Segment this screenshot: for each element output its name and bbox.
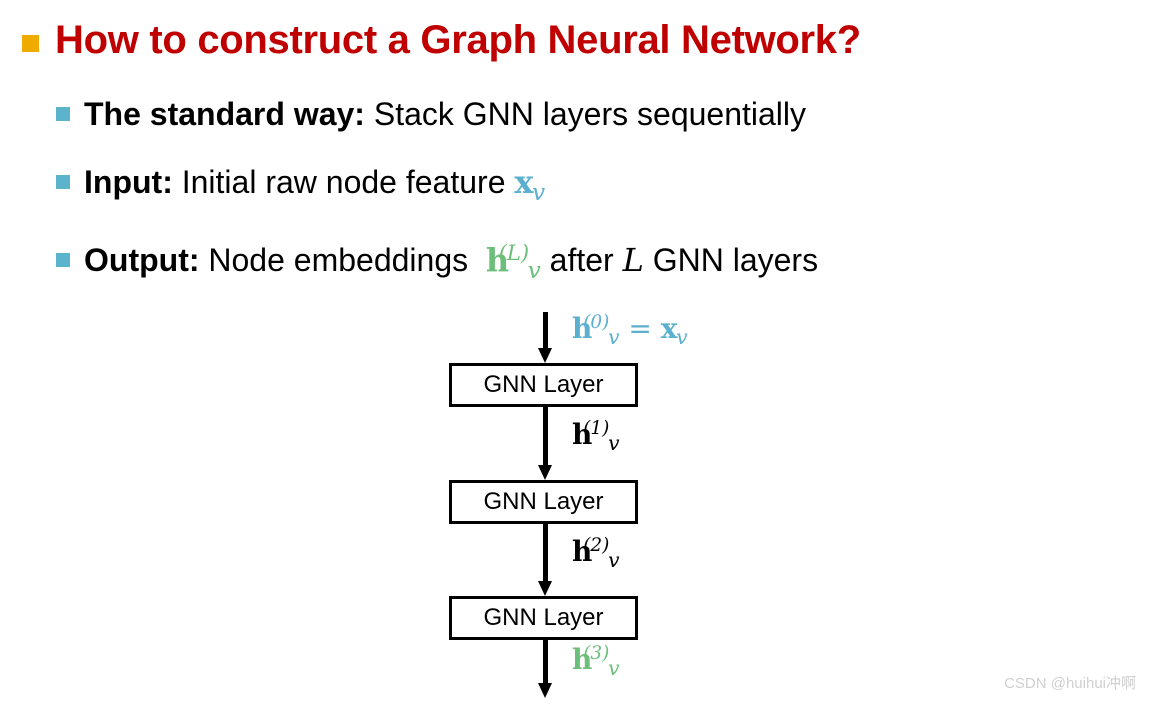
math-var-L: L: [622, 241, 644, 279]
math-subscript: v: [527, 258, 541, 285]
arrow-shaft: [543, 407, 548, 466]
math-superscript: (L): [498, 240, 530, 266]
edge-label-h2: h(2)v: [572, 535, 619, 572]
gnn-layer-box-label: GNN Layer: [483, 604, 604, 631]
edge-label-h1: h(1)v: [572, 418, 619, 455]
edge-label-h3: h(3)v: [572, 643, 619, 680]
math-base: h: [572, 418, 593, 451]
math-h-v-2: h(2)v: [572, 535, 619, 572]
math-base: x: [514, 163, 534, 201]
bullet-square-level1-icon: [22, 35, 39, 52]
bullet-body-input: Initial raw node feature: [172, 164, 515, 200]
bullet-text-input: Input: Initial raw node feature xv: [84, 162, 545, 208]
math-superscript: (0): [583, 312, 610, 334]
math-base-2: x: [660, 312, 678, 345]
arrow-head: [538, 348, 552, 363]
bullet-label-standard-way: The standard way:: [84, 96, 365, 132]
gnn-layer-box-2[interactable]: GNN Layer: [449, 480, 638, 524]
bullet-square-level2-icon: [56, 107, 70, 121]
math-subscript: v: [608, 656, 620, 681]
math-subscript: v: [608, 548, 620, 573]
math-base: h: [572, 312, 593, 345]
math-subscript-2: v: [676, 325, 688, 350]
gnn-stack-diagram: h(0)v = xv GNN Layer h(1)v GNN Layer h(2…: [420, 300, 760, 700]
math-superscript: (2): [583, 535, 610, 557]
bullet-label-input: Input:: [84, 164, 173, 200]
bullet-tail-post: GNN layers: [643, 242, 819, 278]
gnn-layer-box-1[interactable]: GNN Layer: [449, 363, 638, 407]
bullet-square-level2-icon: [56, 253, 70, 267]
math-base: h: [485, 241, 510, 279]
page-title: How to construct a Graph Neural Network?: [55, 18, 861, 62]
arrow-shaft: [543, 312, 548, 350]
math-superscript: (1): [583, 418, 610, 440]
bullet-label-output: Output:: [84, 242, 200, 278]
gnn-layer-box-label: GNN Layer: [483, 371, 604, 398]
bullet-item-standard-way: The standard way: Stack GNN layers seque…: [56, 94, 806, 134]
arrow-shaft: [543, 524, 548, 582]
bullet-body-standard-way: Stack GNN layers sequentially: [364, 96, 807, 132]
bullet-item-output: Output: Node embeddings h(L)v after L GN…: [56, 240, 818, 286]
math-h-v-L: h(L)v: [486, 240, 541, 286]
math-subscript: v: [608, 431, 620, 456]
arrow-head: [538, 683, 552, 698]
bullet-text-standard-way: The standard way: Stack GNN layers seque…: [84, 94, 806, 134]
math-superscript: (3): [583, 643, 610, 665]
math-h-v-3: h(3)v: [572, 643, 619, 680]
math-equals: =: [619, 312, 661, 345]
bullet-square-level2-icon: [56, 175, 70, 189]
math-subscript: v: [608, 325, 620, 350]
bullet-text-output: Output: Node embeddings h(L)v after L GN…: [84, 240, 818, 286]
math-base: h: [572, 643, 593, 676]
gnn-layer-box-label: GNN Layer: [483, 488, 604, 515]
bullet-body-output: Node embeddings: [199, 242, 478, 278]
gnn-layer-box-3[interactable]: GNN Layer: [449, 596, 638, 640]
math-h-v-0-eq-x-v: h(0)v = xv: [572, 312, 688, 349]
math-base: h: [572, 535, 593, 568]
bullet-item-input: Input: Initial raw node feature xv: [56, 162, 545, 208]
edge-label-h0: h(0)v = xv: [572, 312, 688, 349]
bullet-tail-pre: after: [540, 242, 623, 278]
watermark-text: CSDN @huihui冲啊: [1004, 675, 1136, 692]
arrow-head: [538, 465, 552, 480]
slide-title-row: How to construct a Graph Neural Network?: [22, 18, 861, 63]
math-x-v: xv: [514, 162, 545, 208]
math-h-v-1: h(1)v: [572, 418, 619, 455]
arrow-shaft: [543, 640, 548, 684]
arrow-head: [538, 581, 552, 596]
math-subscript: v: [532, 180, 546, 207]
